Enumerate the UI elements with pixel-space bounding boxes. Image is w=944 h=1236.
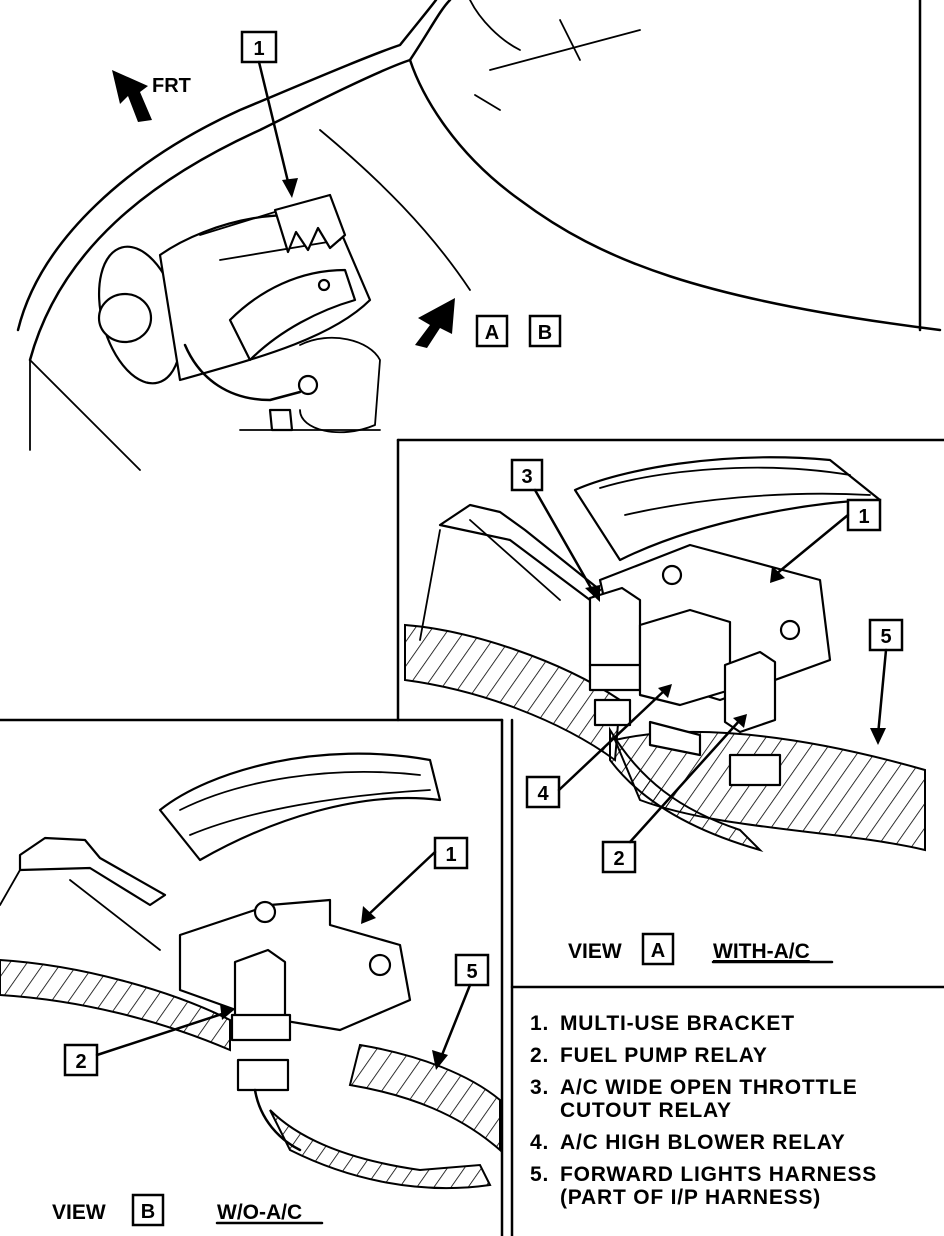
svg-text:1: 1 [445,844,456,866]
legend-item-number: 5. [530,1163,550,1186]
svg-text:3: 3 [521,466,532,488]
view-a-frame [396,438,944,1236]
view-b-callout-5: 5 [432,953,490,1070]
legend-item-text: FUEL PUMP RELAY [560,1044,768,1067]
svg-text:2: 2 [75,1051,86,1073]
svg-text:1: 1 [253,38,264,60]
view-ref-b: B [528,314,562,348]
legend-item: 3. A/C WIDE OPEN THROTTLE CUTOUT RELAY [530,1076,930,1122]
svg-text:5: 5 [466,961,477,983]
svg-text:B: B [538,322,552,344]
svg-text:5: 5 [880,626,891,648]
front-arrow-icon [112,70,152,122]
svg-text:1: 1 [858,506,869,528]
legend-item-text: A/C WIDE OPEN THROTTLE CUTOUT RELAY [560,1076,858,1122]
overview-callout-1: 1 [240,30,298,198]
legend-item-number: 1. [530,1012,550,1035]
view-b-caption: VIEW B W/O-A/C [52,1193,324,1227]
view-ref-a: A [475,314,509,348]
legend-item-number: 2. [530,1044,550,1067]
view-a-callout-5: 5 [868,618,904,745]
view-a-condition: WITH-A/C [713,940,810,963]
legend-item-text: FORWARD LIGHTS HARNESS (PART OF I/P HARN… [560,1163,878,1209]
view-a-illustration [404,456,926,853]
overview-illustration [16,0,942,471]
view-b-illustration [0,752,501,1190]
view-a-callout-3: 3 [510,458,600,602]
view-b-condition: W/O-A/C [217,1201,302,1224]
view-a-callout-2: 2 [601,714,747,874]
svg-text:A: A [485,322,499,344]
view-a-letter: A [651,940,665,962]
front-direction-indicator: FRT [112,70,191,122]
svg-text:2: 2 [613,848,624,870]
legend-item-number: 4. [530,1131,550,1154]
legend-item-text: A/C HIGH BLOWER RELAY [560,1131,846,1154]
view-b-callout-2: 2 [63,1004,234,1077]
legend-item: 2. FUEL PUMP RELAY [530,1044,930,1067]
view-b-letter: B [141,1201,155,1223]
legend-item-text: MULTI-USE BRACKET [560,1012,795,1035]
legend-item: 1. MULTI-USE BRACKET [530,1012,930,1035]
view-b-callout-1: 1 [361,836,469,924]
view-a-caption: VIEW A WITH-A/C [568,932,834,966]
parts-legend: 1. MULTI-USE BRACKET 2. FUEL PUMP RELAY … [530,1012,930,1218]
legend-item: 5. FORWARD LIGHTS HARNESS (PART OF I/P H… [530,1163,930,1209]
svg-text:4: 4 [537,783,549,805]
front-label: FRT [152,75,191,97]
view-a-callout-4: 4 [525,684,672,809]
view-a-word: VIEW [568,940,622,963]
view-b-word: VIEW [52,1201,106,1224]
view-b-frame [0,718,504,1236]
view-a-callout-1: 1 [770,498,882,583]
legend-item-number: 3. [530,1076,550,1099]
legend-item: 4. A/C HIGH BLOWER RELAY [530,1131,930,1154]
